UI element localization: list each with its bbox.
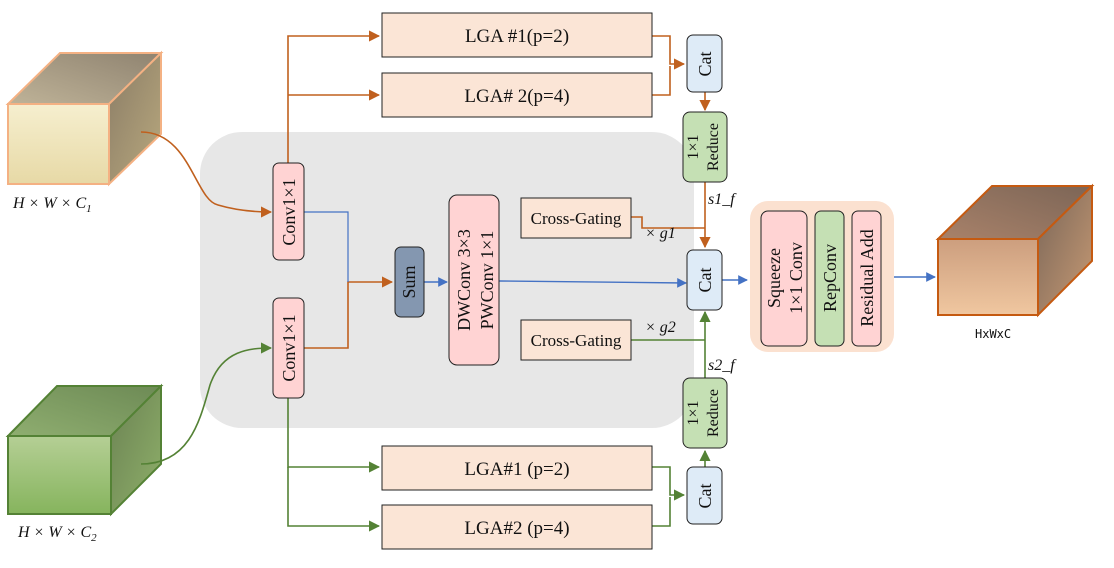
residual-add-box (851, 210, 882, 347)
edge-conv-bot-to-sum (304, 276, 394, 349)
output-cube (935, 183, 1095, 318)
dwconv-label: DWConv 3×3 (454, 229, 474, 331)
s1f-annotation: s1_f (708, 191, 737, 208)
cat-top-label: Cat (695, 52, 715, 77)
g1-annotation: × g1 (645, 225, 676, 242)
residual-add-label: Residual Add (857, 229, 877, 327)
reduce-top-box (682, 111, 728, 183)
repconv-box (814, 210, 845, 347)
edge-lga1-to-cat-top (652, 35, 686, 70)
lga-bot-1-label: LGA#1 (p=2) (464, 459, 569, 480)
lga-top-2-box (381, 72, 653, 118)
s2f-annotation: s2_f (708, 357, 737, 374)
edge-dwconv-to-cat-mid (498, 278, 687, 288)
edge-lga2-to-cat-top (652, 66, 671, 96)
reduce-bot-line2: Reduce (705, 389, 722, 437)
dwconv-pwconv-box (448, 194, 500, 366)
conv-bot-label: Conv1×1 (279, 314, 299, 381)
conv-top-label: Conv1×1 (279, 178, 299, 245)
cat-mid-box (686, 249, 723, 311)
pwconv-label: PWConv 1×1 (477, 231, 497, 330)
repconv-label: RepConv (820, 244, 840, 312)
input1-shape-label: H × W × C1 (12, 195, 92, 215)
input2-shape-label: H × W × C2 (17, 524, 97, 544)
lga-top-1-box (381, 12, 653, 58)
reduce-bot-line1: 1×1 (685, 400, 702, 425)
lga-top-2-label: LGA# 2(p=4) (464, 86, 569, 107)
reduce-top-line2: Reduce (705, 123, 722, 171)
squeeze-conv-box (760, 210, 808, 347)
cat-top-box (686, 34, 723, 93)
input-cube-top (5, 50, 164, 187)
input-cube-bottom (5, 383, 164, 517)
edge-conv-top-to-sum (304, 211, 349, 282)
cat-bot-box (686, 466, 723, 525)
cross-gating-top-label: Cross-Gating (531, 209, 622, 228)
edge-conv-bot-to-lga2 (287, 467, 381, 532)
cat-bot-label: Cat (695, 484, 715, 509)
lga-top-1-label: LGA #1(p=2) (465, 26, 569, 47)
sum-label: Sum (399, 265, 419, 298)
squeeze-conv-label: 1×1 Conv (786, 242, 806, 314)
squeeze-label: Squeeze (764, 248, 784, 308)
edge-lga-bot2-to-cat (652, 497, 671, 527)
lga-bot-1-box (381, 445, 653, 491)
lga-bot-2-box (381, 504, 653, 550)
reduce-top-line1: 1×1 (685, 134, 702, 159)
cross-gating-top-box (520, 197, 632, 239)
lga-bot-2-label: LGA#2 (p=4) (464, 518, 569, 539)
conv-top-box (272, 162, 305, 261)
reduce-bot-box (682, 377, 728, 449)
edge-lga-bot1-to-cat (652, 466, 686, 501)
edge-conv-top-to-lga1 (287, 30, 381, 163)
output-shape-label: HxWxC (975, 327, 1011, 341)
sum-box (394, 246, 425, 318)
edge-crossgating-top (631, 216, 705, 229)
cross-gating-bot-box (520, 319, 632, 361)
edge-input1-to-conv (140, 131, 273, 218)
g2-annotation: × g2 (645, 319, 676, 336)
cross-gating-bot-label: Cross-Gating (531, 331, 622, 350)
edge-input2-to-conv (140, 342, 273, 465)
conv-bot-box (272, 297, 305, 399)
cat-mid-label: Cat (695, 268, 715, 293)
